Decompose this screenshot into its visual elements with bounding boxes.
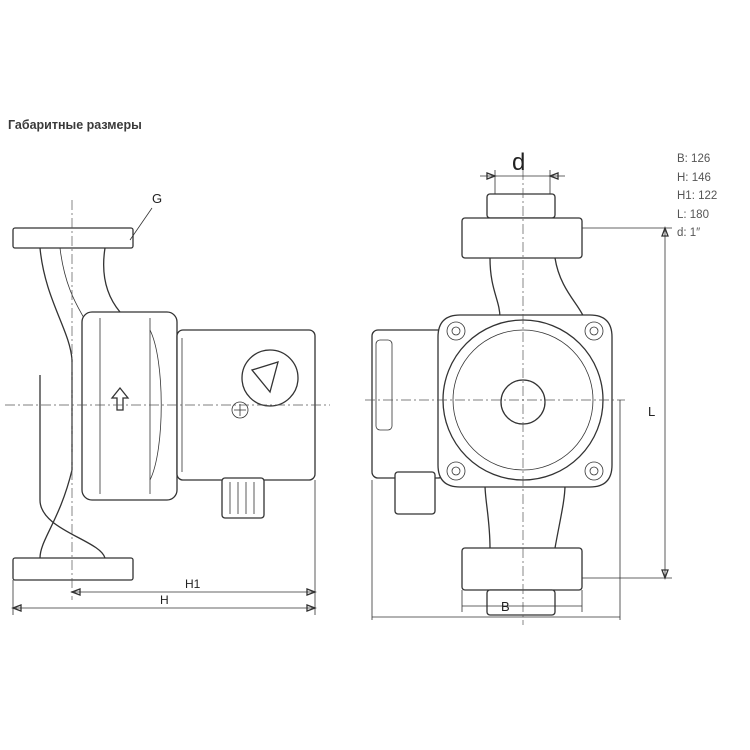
bottom-flange bbox=[12, 557, 134, 581]
spec-h1: H1: 122 bbox=[677, 190, 718, 202]
top-flange bbox=[12, 227, 134, 249]
bottom-nut bbox=[486, 589, 556, 616]
front-view: d B L bbox=[365, 149, 672, 625]
label-g: G bbox=[152, 191, 162, 206]
spec-l: L: 180 bbox=[677, 208, 709, 221]
label-d: d bbox=[512, 149, 525, 176]
top-flange bbox=[461, 217, 583, 259]
cable-connector bbox=[394, 471, 436, 515]
spec-h: H: 146 bbox=[677, 171, 711, 184]
cable-connector bbox=[221, 477, 265, 519]
top-nut bbox=[486, 193, 556, 219]
label-h1: H1 bbox=[185, 577, 201, 591]
bottom-flange bbox=[461, 547, 583, 591]
flow-arrow-icon bbox=[110, 386, 130, 411]
label-h: H bbox=[160, 593, 169, 607]
screw-icon bbox=[231, 401, 249, 419]
dimension-specs: B: 126 H: 146 H1: 122 L: 180 d: 1″ bbox=[677, 150, 717, 243]
label-l: L bbox=[648, 404, 655, 419]
speed-knob bbox=[241, 349, 299, 407]
spec-b: B: 126 bbox=[677, 153, 711, 165]
label-b: B bbox=[501, 599, 510, 614]
spec-d: d: 1″ bbox=[677, 227, 701, 239]
control-box-side bbox=[371, 329, 445, 479]
section-title: Габаритные размеры bbox=[8, 118, 142, 132]
pump-housing bbox=[81, 311, 178, 501]
side-view: G H1 H bbox=[5, 191, 330, 615]
